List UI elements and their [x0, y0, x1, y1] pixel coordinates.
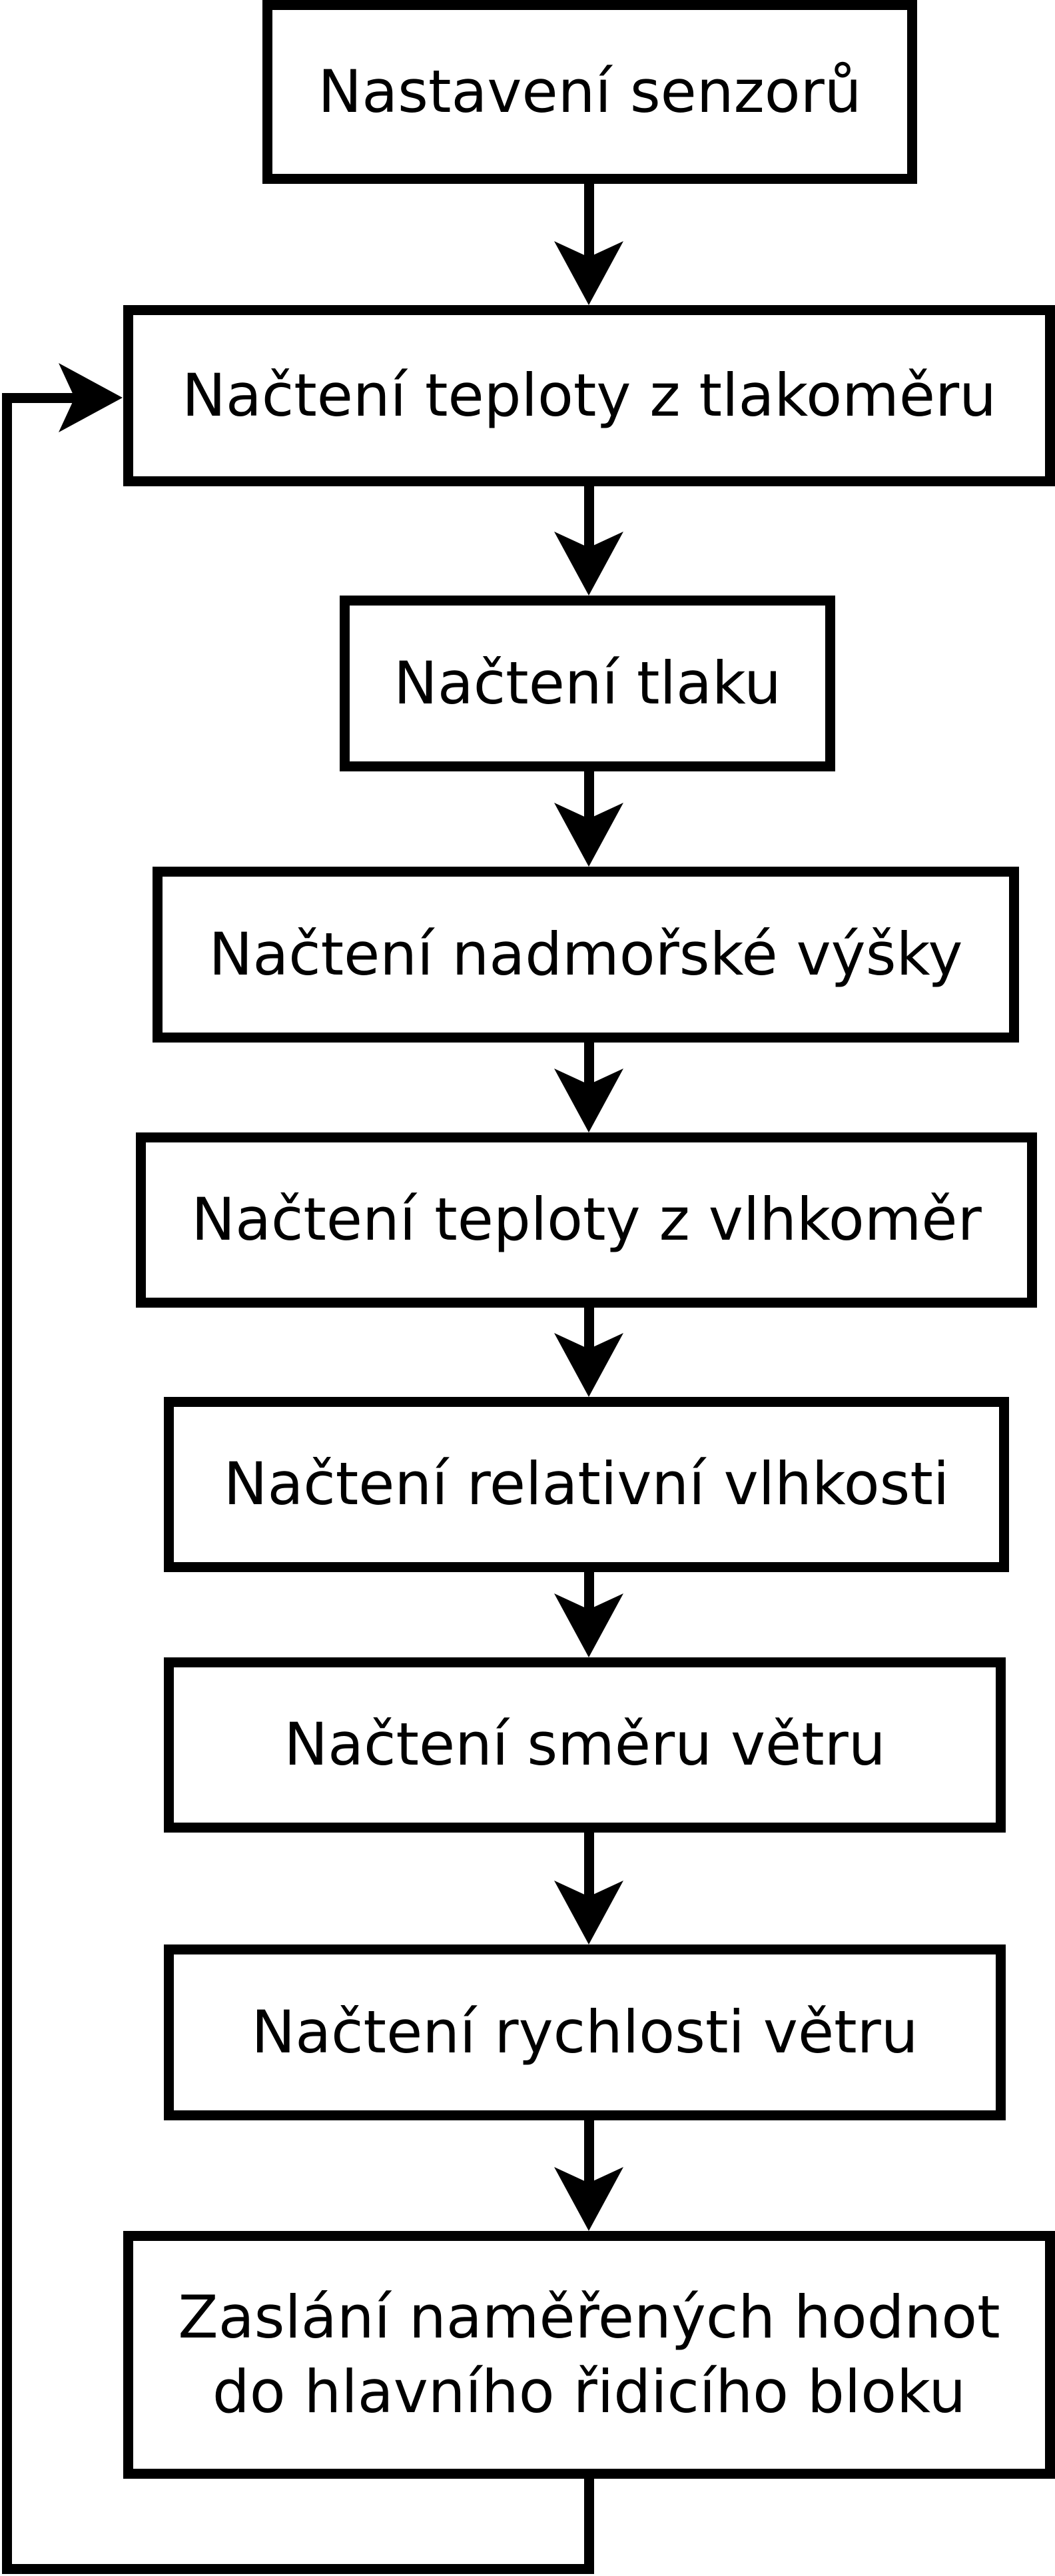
flow-node-nacteni-relativni-vlhkosti: Načtení relativní vlhkosti — [164, 1397, 1009, 1572]
arrowhead-down-icon — [554, 1069, 623, 1132]
arrowhead-down-icon — [554, 2167, 623, 2231]
arrowhead-down-icon — [554, 803, 623, 867]
edge-line-5 — [584, 1306, 594, 1350]
edge-line-1 — [584, 183, 594, 258]
arrowhead-down-icon — [554, 532, 623, 596]
flow-node-nacteni-rychlosti-vetru: Načtení rychlosti větru — [164, 1944, 1006, 2120]
edge-line-8 — [584, 2119, 594, 2184]
flow-node-zaslani-hodnot: Zaslání naměřených hodnot do hlavního ři… — [123, 2231, 1055, 2479]
edge-line-3 — [584, 770, 594, 820]
flow-node-nastaveni-senzoru: Nastavení senzorů — [262, 0, 917, 184]
flow-node-nacteni-nadmorske-vysky: Načtení nadmořské výšky — [153, 867, 1019, 1043]
edge-line-4 — [584, 1041, 594, 1086]
arrowhead-down-icon — [554, 1333, 623, 1397]
arrowhead-down-icon — [554, 1593, 623, 1657]
edge-line-2 — [584, 485, 594, 549]
flow-node-nacteni-teploty-vlhkomer: Načtení teploty z vlhkoměr — [136, 1132, 1037, 1308]
edge-line-7 — [584, 1831, 594, 1898]
arrowhead-down-icon — [554, 1881, 623, 1944]
loopback-line-down — [584, 2477, 594, 2574]
loopback-line-top — [2, 393, 75, 403]
flow-node-nacteni-teploty-tlakomer: Načtení teploty z tlakoměru — [123, 305, 1055, 486]
loopback-line-bottom — [2, 2564, 594, 2574]
flow-node-nacteni-smeru-vetru: Načtení směru větru — [164, 1657, 1006, 1833]
loopback-line-left — [2, 393, 12, 2574]
arrowhead-right-icon — [59, 363, 123, 432]
edge-line-6 — [584, 1571, 594, 1611]
flow-node-nacteni-tlaku: Načtení tlaku — [340, 596, 835, 771]
arrowhead-down-icon — [554, 241, 623, 305]
